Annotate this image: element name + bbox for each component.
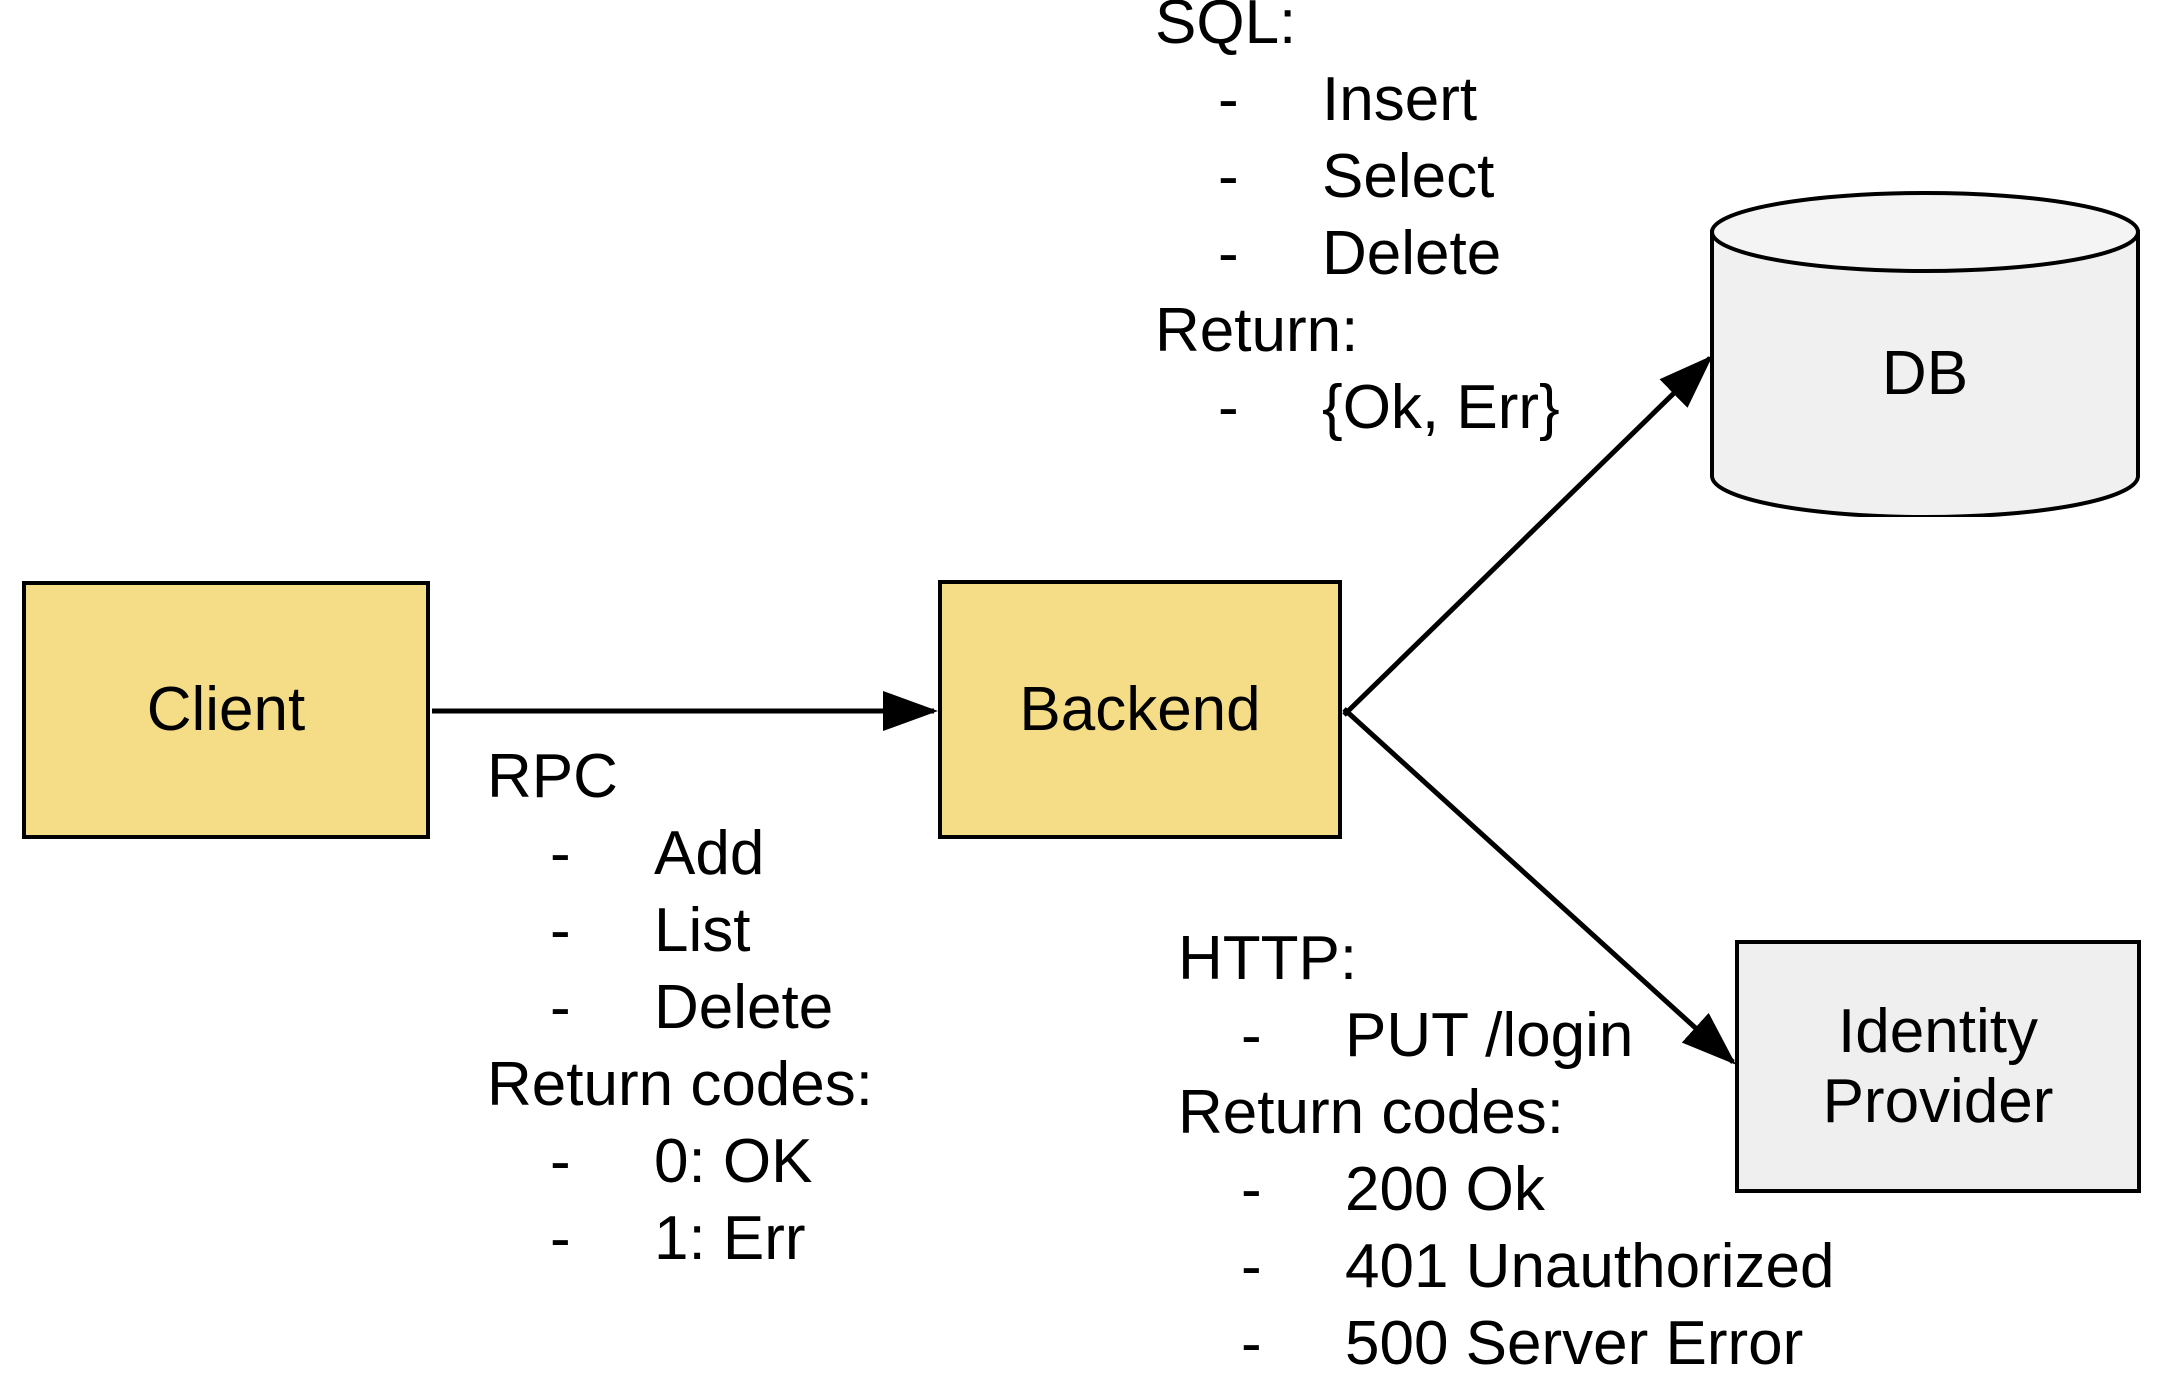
bullet-dash-icon: - — [1218, 65, 1239, 134]
sql-item-label: Select — [1322, 142, 1495, 211]
sql-item: - Select — [1155, 138, 1560, 215]
rpc-subitem-label: 0: OK — [654, 1127, 813, 1196]
db-cylinder-shape — [1710, 191, 2140, 517]
http-item: - PUT /login — [1178, 997, 1834, 1074]
bullet-dash-icon: - — [1218, 219, 1239, 288]
http-subitem: - 401 Unauthorized — [1178, 1228, 1834, 1305]
rpc-item-label: Add — [654, 819, 765, 888]
db-node-label: DB — [1881, 339, 1969, 408]
bullet-dash-icon: - — [1241, 1309, 1262, 1378]
annotation-http: HTTP: - PUT /login Return codes: - 200 O… — [1178, 920, 1834, 1382]
bullet-dash-icon: - — [1241, 1232, 1262, 1301]
annotation-sql: SQL: - Insert - Select - Delete Return: … — [1155, 0, 1560, 446]
sql-item-label: Delete — [1322, 219, 1502, 288]
bullet-dash-icon: - — [1218, 142, 1239, 211]
rpc-item-label: List — [654, 896, 751, 965]
http-subitem: - 200 Ok — [1178, 1151, 1834, 1228]
sql-item: - Insert — [1155, 61, 1560, 138]
annotation-rpc: RPC - Add - List - Delete Return codes: … — [487, 738, 873, 1277]
http-subitem-label: 200 Ok — [1345, 1155, 1545, 1224]
http-subitem: - 500 Server Error — [1178, 1305, 1834, 1382]
rpc-subitem-label: 1: Err — [654, 1204, 806, 1273]
bullet-dash-icon: - — [550, 973, 571, 1042]
sql-subheading: Return: — [1155, 296, 1359, 365]
node-identity-provider[interactable]: Identity Provider — [1735, 940, 2141, 1193]
bullet-dash-icon: - — [550, 819, 571, 888]
rpc-heading: RPC — [487, 742, 618, 811]
sql-subitem: - {Ok, Err} — [1155, 369, 1560, 446]
bullet-dash-icon: - — [550, 1204, 571, 1273]
backend-node-label: Backend — [1019, 674, 1261, 744]
sql-subitem-label: {Ok, Err} — [1322, 373, 1560, 442]
node-client[interactable]: Client — [22, 581, 430, 839]
rpc-subheading: Return codes: — [487, 1050, 873, 1119]
rpc-item-label: Delete — [654, 973, 834, 1042]
rpc-item: - Delete — [487, 969, 873, 1046]
http-subitem-label: 401 Unauthorized — [1345, 1232, 1835, 1301]
rpc-item: - List — [487, 892, 873, 969]
identity-provider-node-label: Identity Provider — [1823, 997, 2054, 1136]
node-backend[interactable]: Backend — [938, 580, 1342, 839]
rpc-subitem: - 0: OK — [487, 1123, 873, 1200]
http-subitem-label: 500 Server Error — [1345, 1309, 1804, 1378]
sql-item: - Delete — [1155, 215, 1560, 292]
http-subheading: Return codes: — [1178, 1078, 1564, 1147]
bullet-dash-icon: - — [550, 896, 571, 965]
identity-provider-label-line2: Provider — [1822, 1066, 2054, 1136]
bullet-dash-icon: - — [550, 1127, 571, 1196]
sql-heading: SQL: — [1155, 0, 1297, 57]
bullet-dash-icon: - — [1218, 373, 1239, 442]
identity-provider-label-line1: Identity — [1838, 997, 2038, 1067]
http-item-label: PUT /login — [1345, 1001, 1634, 1070]
client-node-label: Client — [146, 675, 306, 745]
bullet-dash-icon: - — [1241, 1155, 1262, 1224]
rpc-item: - Add — [487, 815, 873, 892]
sql-item-label: Insert — [1322, 65, 1478, 134]
http-heading: HTTP: — [1178, 924, 1358, 993]
bullet-dash-icon: - — [1241, 1001, 1262, 1070]
rpc-subitem: - 1: Err — [487, 1200, 873, 1277]
